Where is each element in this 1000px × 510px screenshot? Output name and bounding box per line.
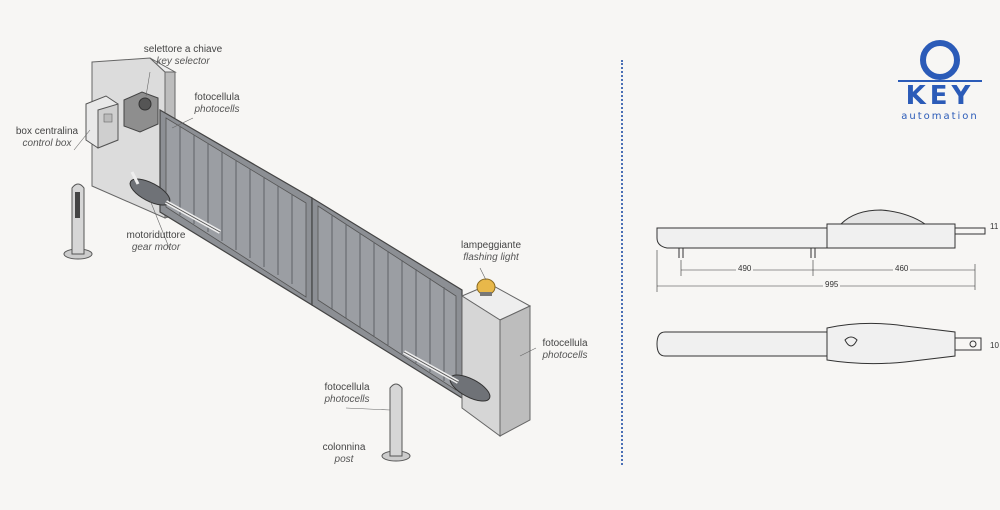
label-photocells-right: fotocellula photocells [530, 338, 600, 362]
logo-brand-text: KEY [905, 81, 975, 111]
control-box-unit [85, 95, 119, 149]
label-control-box-it: box centralina [15, 126, 79, 137]
gear-motor-right [403, 350, 491, 402]
motor-top-view [656, 322, 982, 365]
key-automation-logo: KEY automation [890, 36, 990, 126]
dimension-width: 10 [988, 341, 1000, 350]
label-gear-motor: motoriduttore gear motor [116, 230, 196, 254]
label-photocells-right-en: photocells [542, 350, 588, 361]
key-selector-unit [123, 91, 159, 133]
motor-technical-drawing [656, 209, 986, 365]
gear-motor-left [129, 171, 221, 234]
label-key-selector-en: key selector [156, 56, 210, 67]
label-photocells-bottom-en: photocells [324, 394, 370, 405]
dimension-lines [656, 250, 976, 292]
label-photocells-top-en: photocells [194, 104, 240, 115]
photocell-post-left [63, 183, 93, 260]
label-photocells-right-it: fotocellula [542, 338, 588, 349]
right-pillar [460, 283, 532, 437]
label-photocells-top-it: fotocellula [194, 92, 240, 103]
motor-side-view [656, 209, 986, 258]
dimension-995: 995 [823, 280, 841, 289]
label-control-box: box centralina control box [6, 126, 88, 150]
label-control-box-en: control box [22, 138, 72, 149]
label-gear-motor-it: motoriduttore [126, 230, 186, 241]
logo-tagline-text: automation [901, 111, 979, 122]
gate-leaf-right [311, 196, 463, 400]
photocell-post-bottom [381, 383, 411, 462]
label-photocells-bottom-it: fotocellula [324, 382, 370, 393]
dimension-460: 460 [893, 264, 911, 273]
label-flashing-light-en: flashing light [463, 252, 519, 263]
section-divider [621, 60, 623, 465]
label-gear-motor-en: gear motor [131, 242, 181, 253]
logo-ring-icon [898, 40, 982, 82]
label-key-selector: selettore a chiave key selector [138, 44, 228, 68]
dimension-height: 11 [988, 222, 1000, 231]
label-flashing-light: lampeggiante flashing light [448, 240, 534, 264]
label-key-selector-it: selettore a chiave [143, 44, 223, 55]
dimension-490: 490 [736, 264, 754, 273]
flashing-light-unit [476, 278, 496, 296]
gate-installation-illustration [63, 57, 537, 462]
label-post-en: post [334, 454, 354, 465]
label-photocells-bottom: fotocellula photocells [312, 382, 382, 406]
gate-leaf-left [159, 108, 313, 307]
label-photocells-top: fotocellula photocells [182, 92, 252, 116]
label-post: colonnina post [312, 442, 376, 466]
label-post-it: colonnina [322, 442, 366, 453]
label-flashing-light-it: lampeggiante [460, 240, 522, 251]
